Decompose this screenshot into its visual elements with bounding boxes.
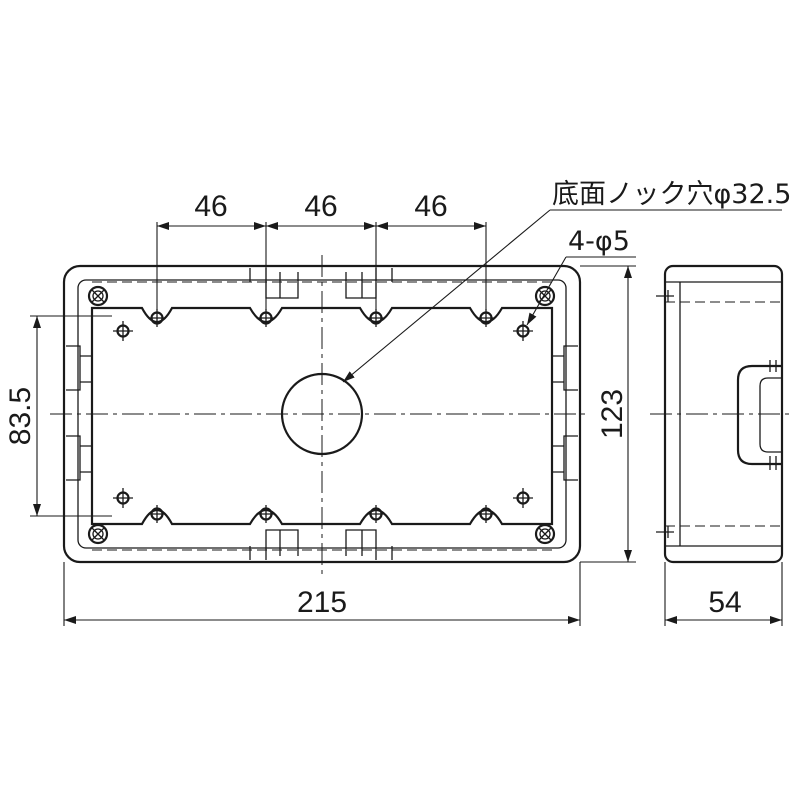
- depth-label: 54: [708, 586, 741, 619]
- knockout-note: 底面ノック穴φ32.5: [552, 179, 791, 210]
- mount-holes-leader: [526, 256, 567, 326]
- pitch-label-3: 46: [414, 190, 447, 223]
- total-width-label: 215: [297, 586, 347, 619]
- knockout-leader: [342, 209, 551, 383]
- side-handle: [736, 364, 782, 466]
- right-tab-lower: [552, 435, 578, 481]
- top-tab-left: [249, 268, 299, 299]
- left-tab-upper: [66, 345, 92, 391]
- dimensions: 46 46 46 83.5 123 215 54: [4, 190, 783, 626]
- mounting-holes: [113, 321, 533, 508]
- top-tab-right: [345, 268, 393, 299]
- bottom-tab-left: [249, 529, 299, 560]
- inner-height-label: 83.5: [4, 387, 37, 445]
- front-view: [50, 255, 590, 575]
- bottom-tab-right: [345, 529, 393, 560]
- box-inner-opening: [90, 306, 554, 526]
- corner-screws: [87, 285, 556, 545]
- right-tab-upper: [552, 345, 578, 391]
- left-tab-lower: [66, 435, 92, 481]
- boss-holes: [148, 309, 495, 523]
- mount-holes-note: 4-φ5: [568, 226, 630, 257]
- side-view: [650, 264, 790, 564]
- pitch-label-1: 46: [194, 190, 227, 223]
- total-height-label: 123: [596, 389, 629, 439]
- knockout-hole: [280, 372, 364, 456]
- pitch-label-2: 46: [304, 190, 337, 223]
- notes: 底面ノック穴φ32.5 4-φ5: [342, 179, 791, 383]
